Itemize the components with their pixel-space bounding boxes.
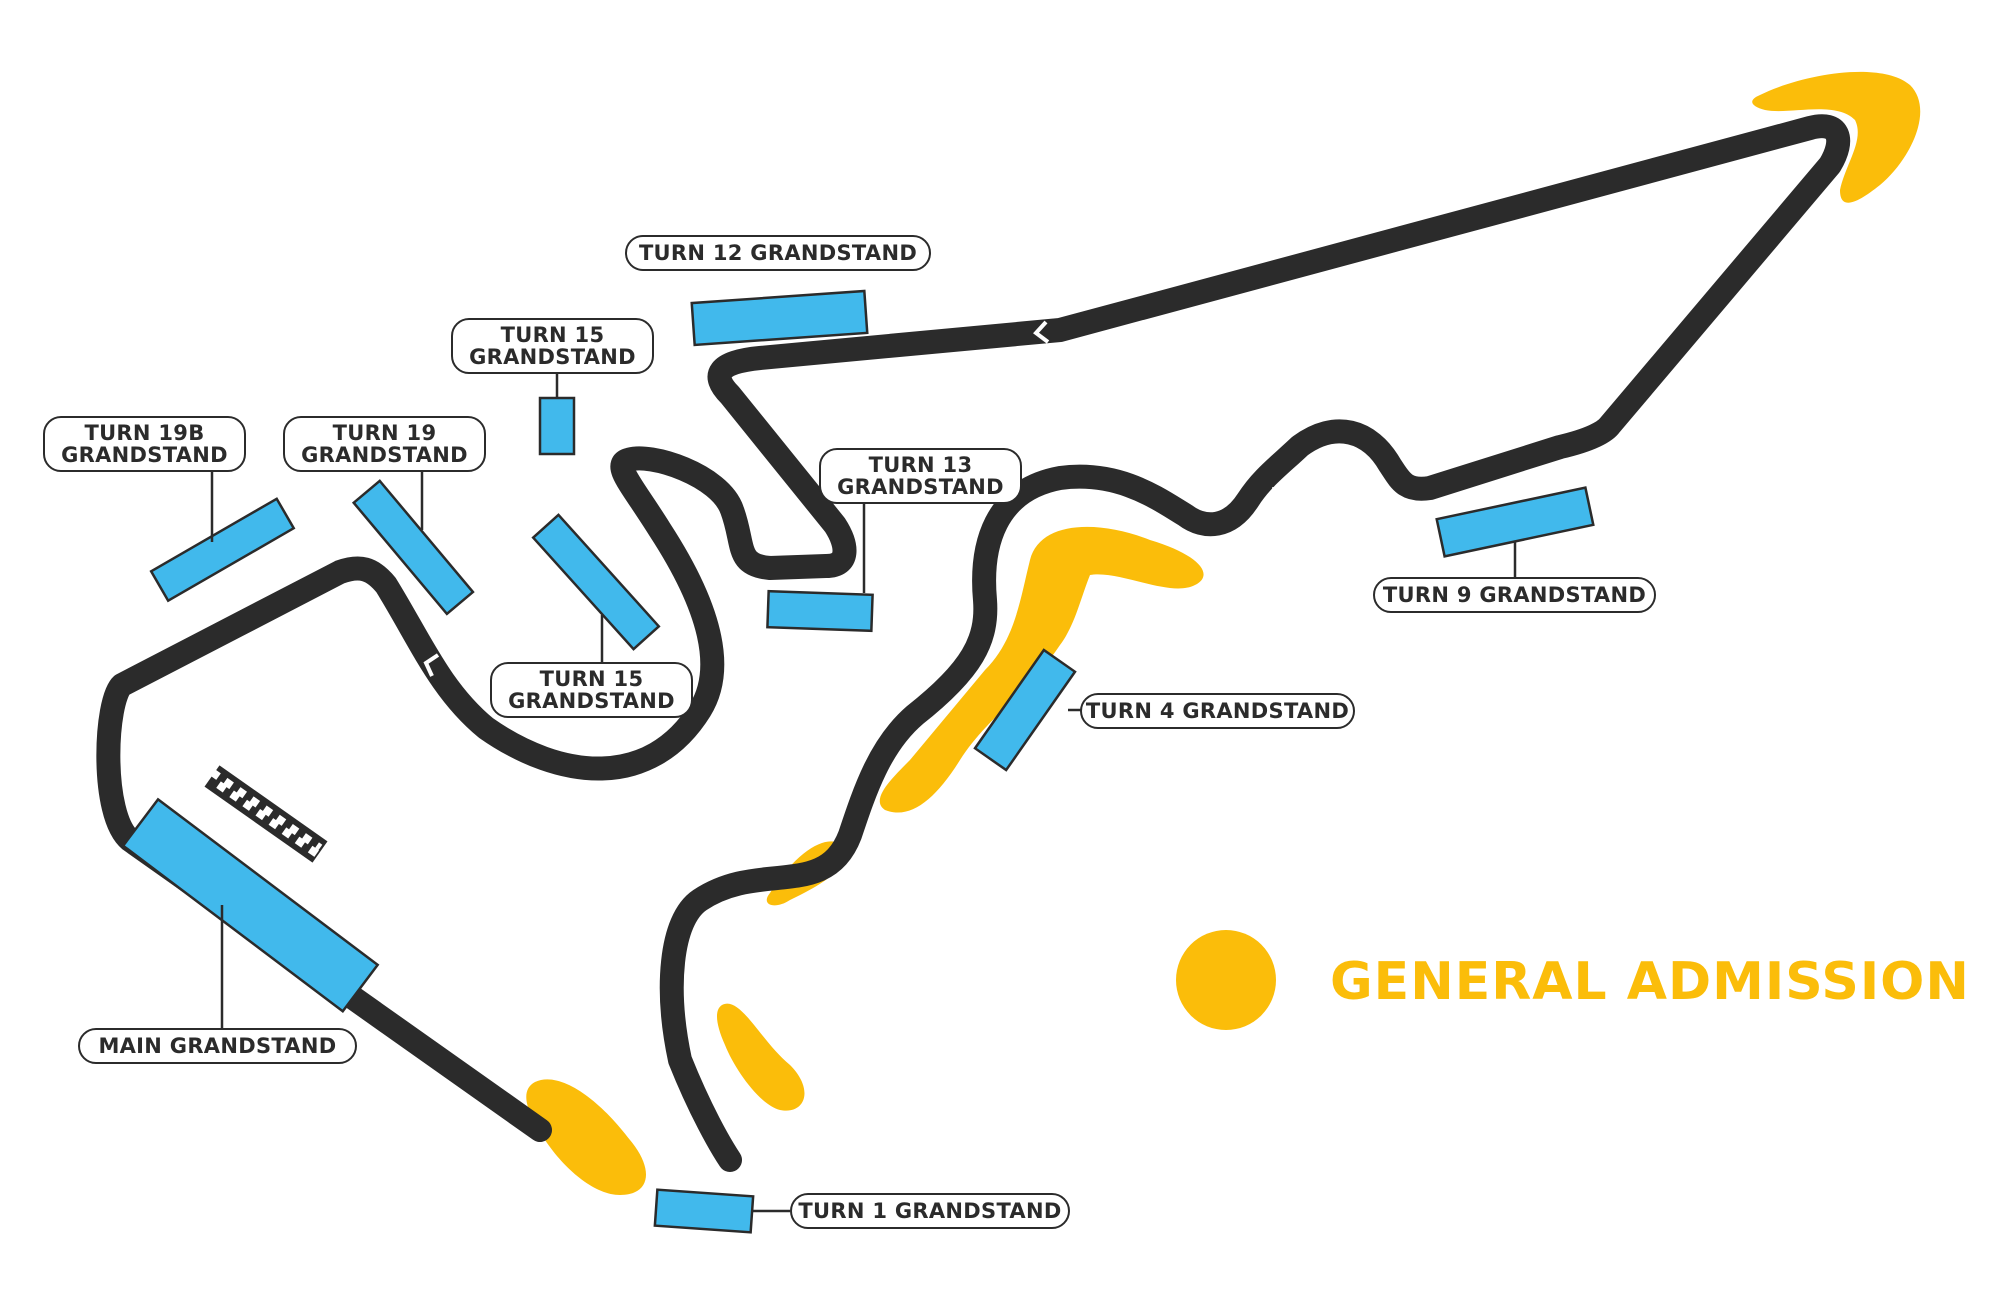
- grandstand-block-turn-4[interactable]: [973, 648, 1077, 772]
- label-turn-1-grandstand[interactable]: TURN 1 GRANDSTAND: [790, 1193, 1070, 1229]
- grandstand-block-turn-1[interactable]: [653, 1188, 755, 1234]
- general-admission-legend-label: GENERAL ADMISSION: [1330, 952, 1970, 1012]
- grandstand-block-turn-19b[interactable]: [149, 497, 296, 603]
- grandstand-block-turn-19[interactable]: [351, 479, 475, 616]
- label-text: TURN 13 GRANDSTAND: [837, 453, 1004, 499]
- race-track: [96, 114, 1851, 1172]
- grandstand-block-main[interactable]: [121, 797, 380, 1013]
- grandstand-block-turn-13[interactable]: [766, 589, 874, 633]
- ga-area-turn-3: [879, 526, 1204, 813]
- label-turn-13-grandstand[interactable]: TURN 13 GRANDSTAND: [819, 448, 1022, 504]
- direction-arrow-main-straight: [503, 993, 519, 1018]
- grandstand-block-turn-15-top[interactable]: [538, 396, 576, 456]
- label-text: TURN 15 GRANDSTAND: [469, 323, 636, 369]
- label-turn-19-grandstand[interactable]: TURN 19 GRANDSTAND: [283, 416, 486, 472]
- label-turn-15-grandstand-top[interactable]: TURN 15 GRANDSTAND: [451, 318, 654, 374]
- direction-arrow-esses: [1272, 486, 1289, 510]
- grandstand-block-turn-15-bottom[interactable]: [531, 513, 661, 651]
- ga-area-turn-11: [1752, 71, 1921, 203]
- label-turn-19b-grandstand[interactable]: TURN 19B GRANDSTAND: [43, 416, 246, 472]
- label-text: TURN 19 GRANDSTAND: [301, 421, 468, 467]
- label-main-grandstand[interactable]: MAIN GRANDSTAND: [78, 1028, 357, 1064]
- direction-arrow-back-straight: [1033, 320, 1050, 344]
- label-turn-12-grandstand[interactable]: TURN 12 GRANDSTAND: [625, 235, 931, 271]
- label-text: TURN 1 GRANDSTAND: [798, 1199, 1062, 1223]
- label-turn-15-grandstand-bottom[interactable]: TURN 15 GRANDSTAND: [490, 662, 693, 718]
- label-text: TURN 12 GRANDSTAND: [638, 241, 918, 265]
- general-admission-legend-dot: [1176, 930, 1276, 1030]
- label-text: TURN 15 GRANDSTAND: [508, 667, 675, 713]
- leader-lines: [210, 372, 1517, 1213]
- start-finish-line: [204, 765, 328, 863]
- direction-arrows: [423, 320, 1289, 1018]
- label-text: TURN 19B GRANDSTAND: [61, 421, 228, 467]
- direction-arrow-turn-19: [423, 653, 440, 677]
- label-text: MAIN GRANDSTAND: [98, 1034, 337, 1058]
- grandstand-block-turn-9[interactable]: [1435, 486, 1595, 558]
- label-text: TURN 9 GRANDSTAND: [1382, 583, 1647, 607]
- grandstand-block-turn-12[interactable]: [690, 289, 869, 347]
- label-text: TURN 4 GRANDSTAND: [1085, 699, 1350, 723]
- grandstand-blocks: [121, 289, 1595, 1234]
- ga-area-turn-1: [526, 1079, 647, 1195]
- label-turn-4-grandstand[interactable]: TURN 4 GRANDSTAND: [1080, 693, 1355, 729]
- label-turn-9-grandstand[interactable]: TURN 9 GRANDSTAND: [1373, 577, 1656, 613]
- ga-area-turn-2-lower: [716, 1003, 805, 1111]
